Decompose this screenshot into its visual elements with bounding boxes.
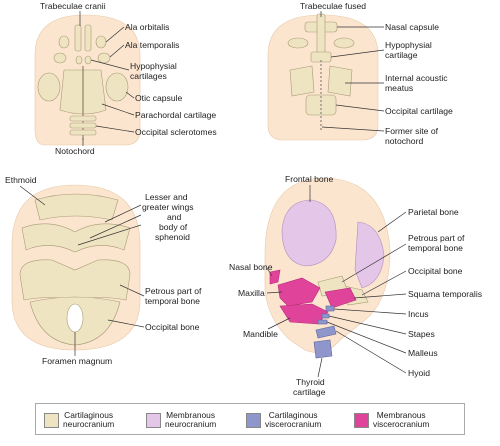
label-wings-1: Lesser and bbox=[145, 192, 188, 202]
label-ala-orbitalis: Ala orbitalis bbox=[125, 22, 169, 32]
panel-b-otic-right bbox=[327, 65, 353, 97]
panel-b-otic-left bbox=[289, 65, 315, 97]
panel-c-foramen-magnum bbox=[66, 303, 84, 333]
label-hypophysial-cartilage-2: cartilage bbox=[385, 50, 418, 60]
label-squama-temporalis: Squama temporalis bbox=[408, 289, 482, 299]
panel-d-parietal-bone bbox=[354, 221, 385, 289]
label-nasal-bone: Nasal bone bbox=[229, 262, 273, 272]
panel-d-thyroid-cartilage bbox=[313, 339, 333, 359]
panel-d-maxilla bbox=[277, 277, 321, 307]
panel-a-hypophysial-left bbox=[75, 55, 83, 65]
label-wings-4: body of bbox=[159, 222, 188, 232]
label-nasal-capsule: Nasal capsule bbox=[385, 22, 439, 32]
panel-a: Trabeculae cranii Ala orbitalis Ala temp… bbox=[34, 1, 217, 156]
panel-d-squama-temporalis bbox=[324, 287, 357, 309]
label-petrous-c-1: Petrous part of bbox=[145, 286, 202, 296]
panel-a-otic-capsule-left bbox=[37, 72, 61, 102]
panel-d-incus bbox=[325, 305, 335, 312]
label-ethmoid: Ethmoid bbox=[5, 175, 37, 185]
label-petrous-d-1: Petrous part of bbox=[408, 233, 465, 243]
panel-a-hypophysial-right bbox=[84, 55, 92, 65]
label-wings-3: and bbox=[167, 212, 182, 222]
label-internal-acoustic-2: meatus bbox=[385, 83, 413, 93]
panel-b-wing-right bbox=[333, 37, 355, 49]
label-hypophysial-cartilage-1: Hypophysial bbox=[385, 40, 432, 50]
panel-a-ala-temporalis-left bbox=[53, 52, 67, 64]
label-parietal-bone: Parietal bone bbox=[408, 207, 459, 217]
legend-swatch bbox=[354, 412, 369, 428]
label-trabeculae-fused: Trabeculae fused bbox=[300, 1, 366, 11]
label-former-site-2: notochord bbox=[385, 136, 423, 146]
panel-b-wing-left bbox=[287, 37, 309, 49]
label-notochord: Notochord bbox=[55, 146, 95, 156]
label-hyoid: Hyoid bbox=[408, 368, 430, 378]
label-occipital-bone-c: Occipital bone bbox=[145, 322, 200, 332]
panel-c-ethmoid bbox=[34, 193, 119, 221]
label-frontal-bone: Frontal bone bbox=[285, 174, 333, 184]
panel-d-stapes bbox=[321, 313, 330, 319]
label-occipital-cartilage: Occipital cartilage bbox=[385, 106, 453, 116]
label-internal-acoustic-1: Internal acoustic bbox=[385, 73, 448, 83]
label-thyroid-1: Thyroid bbox=[296, 377, 325, 387]
label-stapes: Stapes bbox=[408, 329, 435, 339]
label-petrous-d-2: temporal bone bbox=[408, 243, 463, 253]
label-hypophysial-cartilages-1: Hypophysial bbox=[130, 61, 177, 71]
panel-a-ala-orbitalis-left bbox=[58, 35, 70, 49]
panel-a-sclerotome-3 bbox=[69, 129, 97, 136]
panel-a-sclerotome-2 bbox=[69, 122, 97, 129]
panel-c-sphenoid-wings bbox=[21, 223, 131, 253]
label-maxilla: Maxilla bbox=[238, 288, 265, 298]
panel-a-otic-capsule-right bbox=[105, 72, 129, 102]
panel-c: Ethmoid Lesser and greater wings and bod… bbox=[5, 175, 202, 366]
label-ala-temporalis: Ala temporalis bbox=[125, 40, 179, 50]
label-trabeculae-cranii: Trabeculae cranii bbox=[40, 1, 106, 11]
label-mandible: Mandible bbox=[243, 329, 278, 339]
label-incus: Incus bbox=[408, 309, 429, 319]
panel-d-nasal-bone bbox=[269, 269, 281, 285]
label-petrous-c-2: temporal bone bbox=[145, 296, 200, 306]
legend-swatch bbox=[246, 412, 261, 428]
legend-swatch bbox=[44, 412, 59, 428]
label-hypophysial-cartilages-2: cartilages bbox=[130, 71, 167, 81]
panel-d-hyoid bbox=[315, 325, 337, 339]
label-occipital-sclerotomes: Occipital sclerotomes bbox=[135, 127, 217, 137]
panel-a-ala-temporalis-right bbox=[97, 52, 111, 64]
panel-a-trabeculae bbox=[74, 24, 82, 52]
label-foramen-magnum: Foramen magnum bbox=[42, 356, 112, 366]
label-thyroid-2: cartilage bbox=[293, 387, 326, 397]
label-otic-capsule: Otic capsule bbox=[135, 93, 183, 103]
panel-a-trabeculae-right bbox=[84, 24, 92, 52]
label-former-site-1: Former site of bbox=[385, 126, 439, 136]
label-parachordal-cartilage: Parachordal cartilage bbox=[135, 110, 216, 120]
panel-d: Frontal bone Parietal bone Petrous part … bbox=[229, 174, 482, 397]
panel-a-sclerotome-1 bbox=[69, 115, 97, 122]
panel-a-ala-orbitalis-right bbox=[95, 35, 107, 49]
panel-d-frontal-bone bbox=[281, 199, 337, 267]
label-malleus: Malleus bbox=[408, 348, 438, 358]
legend-swatch bbox=[146, 412, 161, 428]
panel-b-trabeculae-fused bbox=[316, 13, 326, 55]
panel-b: Trabeculae fused Nasal capsule Hypophysi… bbox=[267, 1, 453, 146]
label-occipital-bone-d: Occipital bone bbox=[408, 266, 463, 276]
panel-d-malleus bbox=[317, 319, 328, 325]
label-wings-2: greater wings bbox=[142, 202, 194, 212]
label-wings-5: sphenoid bbox=[155, 232, 190, 242]
